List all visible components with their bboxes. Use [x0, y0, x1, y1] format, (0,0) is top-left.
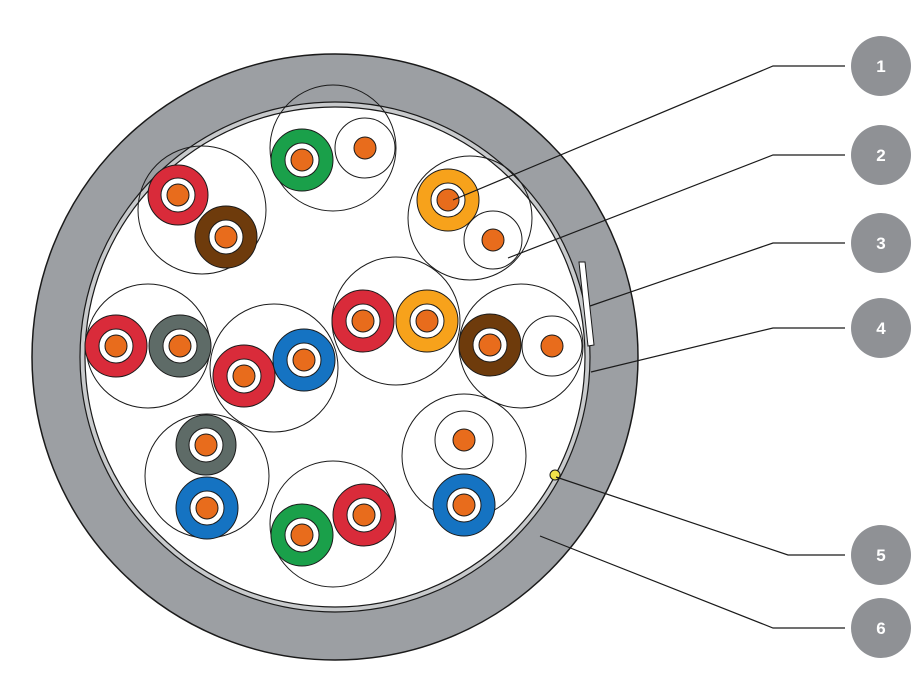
copper-conductor-icon	[290, 148, 314, 172]
copper-conductor-icon	[452, 493, 476, 517]
pair-top-right	[407, 155, 533, 281]
copper-conductor-icon	[194, 433, 218, 457]
copper-conductor-icon	[232, 364, 256, 388]
callout-1: 1	[452, 36, 911, 201]
twisted-pairs	[84, 84, 584, 588]
pair-middle-right	[458, 283, 584, 409]
callout-4: 4	[590, 298, 911, 373]
copper-conductor-icon	[168, 334, 192, 358]
callouts: 1 2 3 4 5 6	[452, 36, 911, 658]
callout-leader-line	[507, 154, 845, 259]
callout-number: 4	[876, 319, 886, 338]
copper-conductor-icon	[353, 136, 377, 160]
pair-top-center	[269, 84, 397, 212]
callout-leader-line	[452, 65, 845, 201]
callout-badge	[851, 598, 911, 658]
callout-badge	[851, 213, 911, 273]
pair-binder-outline	[269, 460, 397, 588]
pair-binder-outline	[137, 145, 267, 275]
callout-5: 5	[555, 476, 911, 585]
copper-conductor-icon	[104, 334, 128, 358]
callout-leader-line	[555, 476, 845, 556]
copper-conductor-icon	[351, 309, 375, 333]
copper-conductor-icon	[214, 225, 238, 249]
callout-badge	[851, 298, 911, 358]
callout-number: 5	[876, 546, 885, 565]
pair-center	[331, 256, 461, 386]
copper-conductor-icon	[481, 228, 505, 252]
callout-badge	[851, 125, 911, 185]
drain-wire	[549, 469, 561, 481]
copper-conductor-icon	[415, 309, 439, 333]
callout-leader-line	[590, 327, 845, 373]
pair-binder-outline	[269, 84, 397, 212]
callout-number: 3	[876, 234, 885, 253]
pair-binder-outline	[209, 303, 339, 433]
copper-conductor-icon	[540, 334, 564, 358]
callout-number: 2	[876, 146, 885, 165]
callout-leader-line	[539, 535, 845, 629]
shield-overlap	[578, 261, 595, 347]
copper-conductor-icon	[352, 503, 376, 527]
copper-conductor-icon	[292, 348, 316, 372]
callout-number: 6	[876, 619, 885, 638]
callout-leader-line	[589, 242, 845, 307]
copper-conductor-icon	[290, 523, 314, 547]
copper-conductor-icon	[452, 428, 476, 452]
copper-conductor-icon	[436, 188, 460, 212]
copper-conductor-icon	[478, 333, 502, 357]
pair-bottom-left	[144, 413, 270, 540]
callout-6: 6	[539, 535, 911, 658]
copper-conductor-icon	[166, 183, 190, 207]
callout-2: 2	[507, 125, 911, 259]
pair-bottom-center	[269, 460, 397, 588]
pair-binder-outline	[407, 155, 533, 281]
callout-badge	[851, 525, 911, 585]
copper-conductor-icon	[195, 496, 219, 520]
callout-number: 1	[876, 57, 885, 76]
callout-3: 3	[589, 213, 911, 307]
pair-bottom-right	[401, 393, 527, 537]
pair-top-left	[137, 145, 267, 275]
pair-middle-left	[84, 283, 212, 409]
pair-center-left	[209, 303, 339, 433]
callout-badge	[851, 36, 911, 96]
